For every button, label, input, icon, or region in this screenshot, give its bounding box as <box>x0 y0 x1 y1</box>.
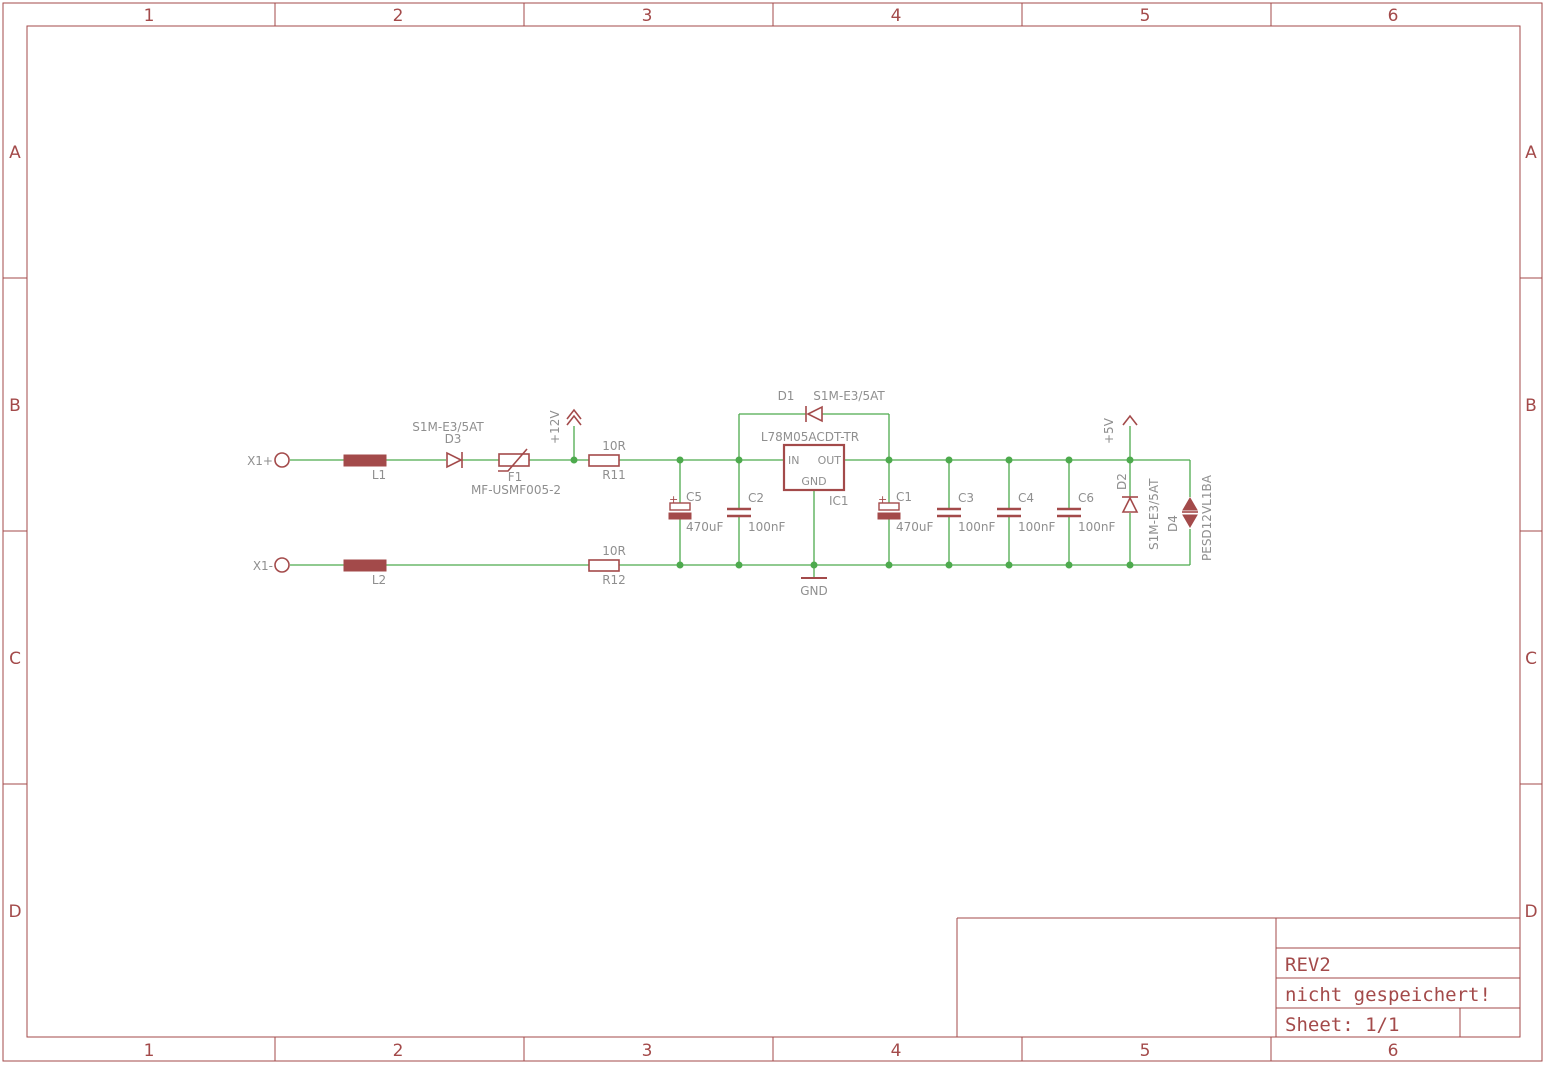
label-c2-value: 100nF <box>748 520 786 534</box>
label-gnd: GND <box>800 584 828 598</box>
connector-x1-plus[interactable]: X1+ <box>247 452 290 468</box>
diode-d2[interactable]: D2 S1M-E3/5AT <box>1115 473 1161 550</box>
row-label-right-c: C <box>1525 649 1537 669</box>
label-ic1-name: IC1 <box>829 494 849 508</box>
label-x1-minus: X1- <box>253 559 273 573</box>
label-d2-value: S1M-E3/5AT <box>1147 478 1161 550</box>
label-c3-name: C3 <box>958 491 974 505</box>
ground-symbol[interactable]: GND <box>800 577 828 598</box>
resistor-r11[interactable]: 10R R11 <box>588 439 626 482</box>
label-ic1-value: L78M05ACDT-TR <box>761 430 859 444</box>
column-label-bottom-3: 3 <box>642 1041 653 1061</box>
label-c4-name: C4 <box>1018 491 1034 505</box>
label-c6-value: 100nF <box>1078 520 1116 534</box>
ic1-pin-in: IN <box>788 454 799 467</box>
label-r11-value: 10R <box>602 439 626 453</box>
label-r12-name: R12 <box>602 573 626 587</box>
frame-row-dividers <box>3 277 1542 785</box>
label-x1-plus: X1+ <box>247 454 273 468</box>
column-label-bottom-1: 1 <box>144 1041 155 1061</box>
label-c6-name: C6 <box>1078 491 1094 505</box>
polarity-c1: + <box>878 493 887 506</box>
column-label-bottom-6: 6 <box>1388 1041 1399 1061</box>
column-label-top-1: 1 <box>144 6 155 26</box>
label-c4-value: 100nF <box>1018 520 1056 534</box>
label-r12-value: 10R <box>602 544 626 558</box>
label-supply-12v: +12V <box>548 410 562 444</box>
label-c3-value: 100nF <box>958 520 996 534</box>
wires <box>290 413 1191 578</box>
label-d1-name: D1 <box>778 389 795 403</box>
resistor-r12[interactable]: 10R R12 <box>588 544 626 587</box>
title-block-sheet: Sheet: 1/1 <box>1285 1014 1399 1036</box>
title-block-revision: REV2 <box>1285 954 1331 976</box>
ic1-pin-gnd: GND <box>801 475 826 488</box>
junctions <box>570 456 1134 569</box>
label-c1-value: 470uF <box>896 520 934 534</box>
label-f1-value: MF-USMF005-2 <box>471 483 561 497</box>
capacitor-c4[interactable]: C4 100nF <box>997 491 1056 534</box>
label-d3-name: D3 <box>445 432 462 446</box>
label-d1-value: S1M-E3/5AT <box>813 389 885 403</box>
fuse-f1[interactable]: F1 MF-USMF005-2 <box>471 448 561 497</box>
label-d4-name: D4 <box>1166 515 1180 532</box>
title-block: REV2 nicht gespeichert! Sheet: 1/1 <box>956 917 1520 1037</box>
label-f1-name: F1 <box>508 470 523 484</box>
capacitor-c5[interactable]: + C5 470uF <box>668 490 724 534</box>
capacitor-c6[interactable]: C6 100nF <box>1057 491 1116 534</box>
regulator-ic1[interactable]: L78M05ACDT-TR IN OUT GND IC1 <box>761 430 859 508</box>
label-c5-value: 470uF <box>686 520 724 534</box>
label-c5-name: C5 <box>686 490 702 504</box>
row-label-left-a: A <box>9 143 21 163</box>
ic1-pin-out: OUT <box>818 454 842 467</box>
inductor-l1[interactable]: L1 <box>343 454 387 482</box>
label-d2-name: D2 <box>1115 473 1129 490</box>
supply-12v[interactable]: +12V <box>548 408 582 444</box>
column-label-bottom-5: 5 <box>1140 1041 1151 1061</box>
column-label-top-6: 6 <box>1388 6 1399 26</box>
column-label-bottom-4: 4 <box>891 1041 902 1061</box>
column-label-top-5: 5 <box>1140 6 1151 26</box>
row-label-left-b: B <box>9 396 21 416</box>
row-label-left-c: C <box>9 649 21 669</box>
connector-x1-minus[interactable]: X1- <box>253 557 290 573</box>
column-label-top-3: 3 <box>642 6 653 26</box>
title-block-save-status: nicht gespeichert! <box>1285 984 1491 1006</box>
capacitor-c3[interactable]: C3 100nF <box>937 491 996 534</box>
diode-d1[interactable]: D1 S1M-E3/5AT <box>778 389 886 423</box>
diode-d3[interactable]: S1M-E3/5AT D3 <box>412 420 484 469</box>
row-label-right-b: B <box>1525 396 1537 416</box>
row-label-right-d: D <box>1524 902 1537 922</box>
label-d4-value: PESD12VL1BA <box>1200 474 1214 561</box>
row-label-left-d: D <box>8 902 21 922</box>
label-c1-name: C1 <box>896 490 912 504</box>
tvs-diode-d4[interactable]: D4 PESD12VL1BA <box>1166 474 1214 561</box>
label-supply-5v: +5V <box>1102 417 1116 444</box>
capacitor-c1[interactable]: + C1 470uF <box>877 490 934 534</box>
column-label-top-2: 2 <box>393 6 404 26</box>
frame-column-labels: 1 2 3 4 5 6 1 2 3 4 5 6 <box>144 6 1399 1061</box>
label-l1: L1 <box>372 468 386 482</box>
inductor-l2[interactable]: L2 <box>343 559 387 587</box>
capacitor-c2[interactable]: C2 100nF <box>727 491 786 534</box>
label-r11-name: R11 <box>602 468 626 482</box>
label-d3-value: S1M-E3/5AT <box>412 420 484 434</box>
label-l2: L2 <box>372 573 386 587</box>
column-label-bottom-2: 2 <box>393 1041 404 1061</box>
frame-row-labels: A B C D A B C D <box>8 143 1537 922</box>
label-c2-name: C2 <box>748 491 764 505</box>
column-label-top-4: 4 <box>891 6 902 26</box>
supply-5v[interactable]: +5V <box>1102 414 1138 444</box>
row-label-right-a: A <box>1525 143 1537 163</box>
polarity-c5: + <box>669 493 678 506</box>
frame-column-dividers <box>274 3 1272 1061</box>
